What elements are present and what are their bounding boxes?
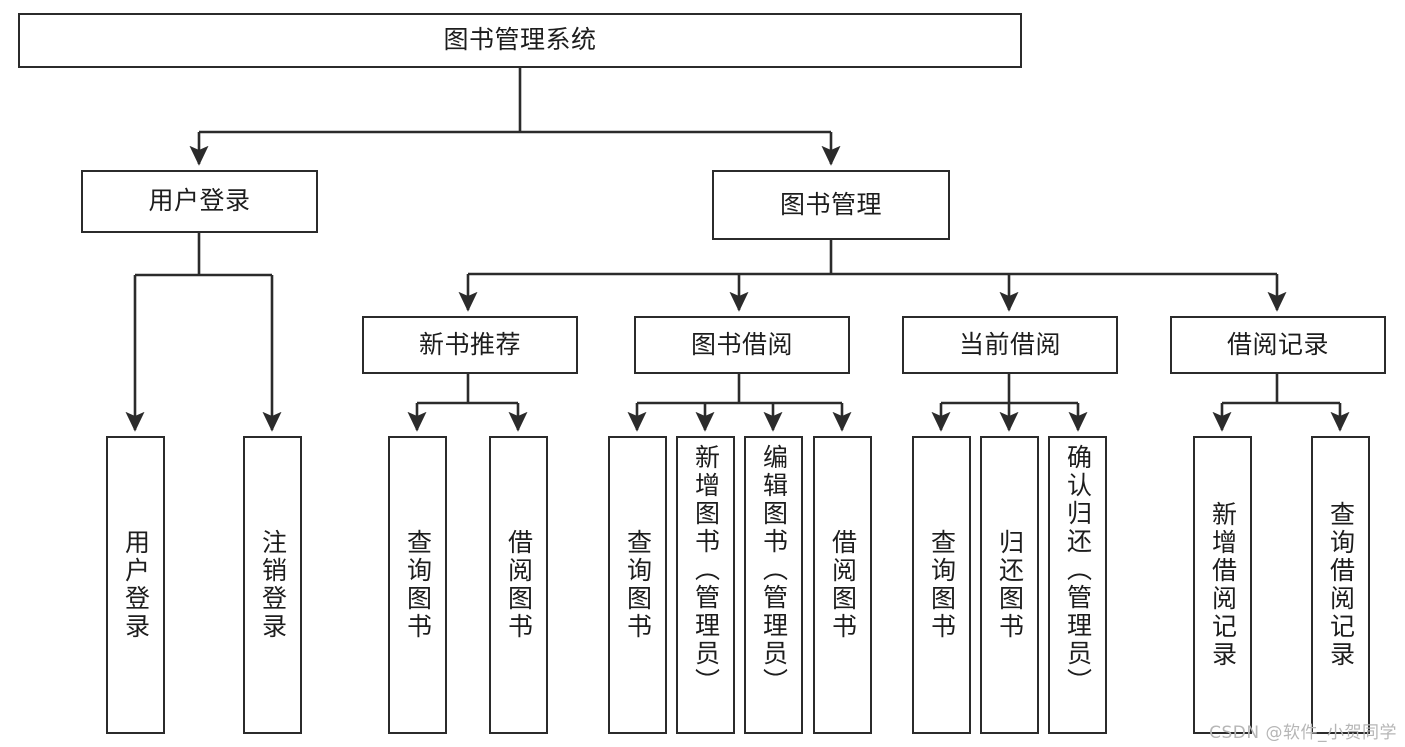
leaf-borrow-book-1-label: 借阅图书 bbox=[504, 529, 534, 641]
leaf-add-book-label: 新增图书（管理员） bbox=[691, 444, 721, 696]
leaf-add-record[interactable]: 新增借阅记录 bbox=[1193, 436, 1252, 734]
leaf-confirm-return[interactable]: 确认归还（管理员） bbox=[1048, 436, 1107, 734]
node-user-login[interactable]: 用户登录 bbox=[81, 170, 318, 233]
leaf-confirm-return-label: 确认归还（管理员） bbox=[1063, 444, 1093, 696]
node-root[interactable]: 图书管理系统 bbox=[18, 13, 1022, 68]
leaf-return-book[interactable]: 归还图书 bbox=[980, 436, 1039, 734]
leaf-add-book[interactable]: 新增图书（管理员） bbox=[676, 436, 735, 734]
watermark: CSDN @软件_小贺同学 bbox=[1209, 723, 1397, 743]
leaf-logout[interactable]: 注销登录 bbox=[243, 436, 302, 734]
leaf-user-login[interactable]: 用户登录 bbox=[106, 436, 165, 734]
node-borrow-record[interactable]: 借阅记录 bbox=[1170, 316, 1386, 374]
node-root-label: 图书管理系统 bbox=[443, 25, 597, 55]
node-book-manage[interactable]: 图书管理 bbox=[712, 170, 950, 240]
leaf-query-book-3-label: 查询图书 bbox=[927, 529, 957, 641]
node-new-book-rec[interactable]: 新书推荐 bbox=[362, 316, 578, 374]
node-user-login-label: 用户登录 bbox=[148, 186, 251, 216]
leaf-query-record[interactable]: 查询借阅记录 bbox=[1311, 436, 1370, 734]
leaf-query-book-1[interactable]: 查询图书 bbox=[388, 436, 447, 734]
node-book-borrow-label: 图书借阅 bbox=[690, 329, 793, 359]
leaf-logout-label: 注销登录 bbox=[258, 529, 288, 641]
leaf-query-record-label: 查询借阅记录 bbox=[1326, 501, 1356, 669]
node-book-manage-label: 图书管理 bbox=[779, 189, 882, 219]
node-current-borrow-label: 当前借阅 bbox=[958, 329, 1061, 359]
leaf-borrow-book-1[interactable]: 借阅图书 bbox=[489, 436, 548, 734]
leaf-query-book-2-label: 查询图书 bbox=[623, 529, 653, 641]
node-new-book-rec-label: 新书推荐 bbox=[418, 329, 521, 359]
node-borrow-record-label: 借阅记录 bbox=[1226, 329, 1329, 359]
leaf-return-book-label: 归还图书 bbox=[995, 529, 1025, 641]
leaf-user-login-label: 用户登录 bbox=[121, 529, 151, 641]
node-current-borrow[interactable]: 当前借阅 bbox=[902, 316, 1118, 374]
node-book-borrow[interactable]: 图书借阅 bbox=[634, 316, 850, 374]
leaf-borrow-book-2-label: 借阅图书 bbox=[828, 529, 858, 641]
leaf-edit-book-label: 编辑图书（管理员） bbox=[759, 444, 789, 696]
leaf-query-book-1-label: 查询图书 bbox=[403, 529, 433, 641]
leaf-add-record-label: 新增借阅记录 bbox=[1208, 501, 1238, 669]
leaf-edit-book[interactable]: 编辑图书（管理员） bbox=[744, 436, 803, 734]
leaf-query-book-2[interactable]: 查询图书 bbox=[608, 436, 667, 734]
leaf-borrow-book-2[interactable]: 借阅图书 bbox=[813, 436, 872, 734]
leaf-query-book-3[interactable]: 查询图书 bbox=[912, 436, 971, 734]
